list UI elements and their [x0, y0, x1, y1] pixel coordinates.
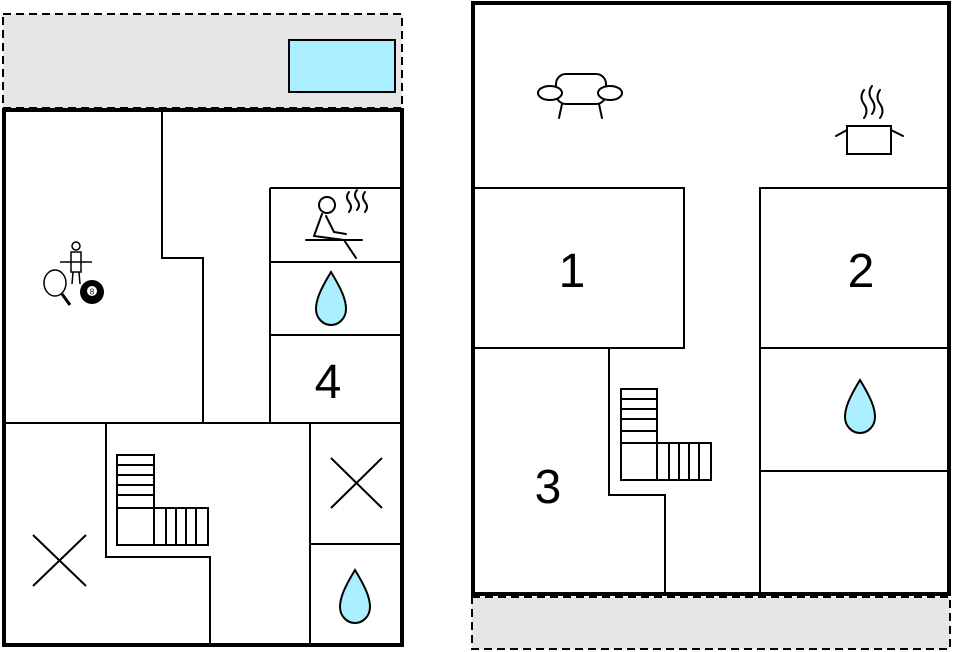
- cooking-pot-icon: [835, 85, 904, 155]
- staircase-left: [116, 454, 209, 546]
- terrace-bottom: [471, 596, 951, 650]
- room-number-1: 1: [559, 245, 586, 298]
- cross-icon: [330, 457, 383, 509]
- water-drop-icon: [843, 378, 877, 435]
- room-number-2: 2: [848, 245, 875, 298]
- interior-walls-left: [4, 110, 402, 645]
- outer-wall-left: [2, 108, 404, 647]
- sauna-icon: [305, 189, 368, 259]
- interior-walls-right: [472, 187, 950, 594]
- games-icon: 8: [43, 241, 104, 306]
- staircase-right: [620, 388, 712, 481]
- water-drop-icon: [338, 568, 372, 625]
- pool-icon: [288, 39, 396, 93]
- floor-left: 4 8: [2, 13, 404, 647]
- floor-right: 1 2 3: [471, 1, 951, 650]
- water-drop-icon: [314, 270, 348, 327]
- cross-icon: [32, 534, 87, 587]
- room-number-3: 3: [535, 461, 562, 514]
- sofa-icon: [537, 73, 623, 119]
- room-number-4: 4: [315, 356, 342, 409]
- svg-text:8: 8: [90, 288, 95, 297]
